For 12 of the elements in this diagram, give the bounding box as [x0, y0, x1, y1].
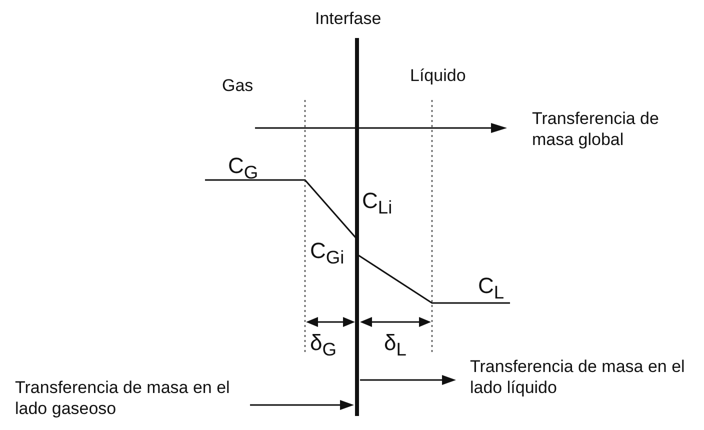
concentration-label: C$_{Li}$	[362, 190, 392, 218]
concentration-label: C$_{G}$	[228, 155, 258, 182]
film-thickness-label: δ$_{G}$	[310, 332, 337, 360]
interface-label: Interfase	[315, 8, 382, 29]
phase-label: Líquido	[410, 65, 466, 86]
film-thickness-label: δ$_{L}$	[384, 332, 406, 360]
arrow-label: Transferencia de masa global	[532, 108, 660, 150]
concentration-label: C$_{Gi}$	[310, 240, 344, 268]
concentration-label: C$_{L}$	[478, 275, 504, 302]
arrow-label: Transferencia de masa en el lado líquido	[470, 356, 685, 398]
phase-label: Gas	[222, 75, 254, 96]
arrow-label: Transferencia de masa en el lado gaseoso	[15, 377, 230, 419]
